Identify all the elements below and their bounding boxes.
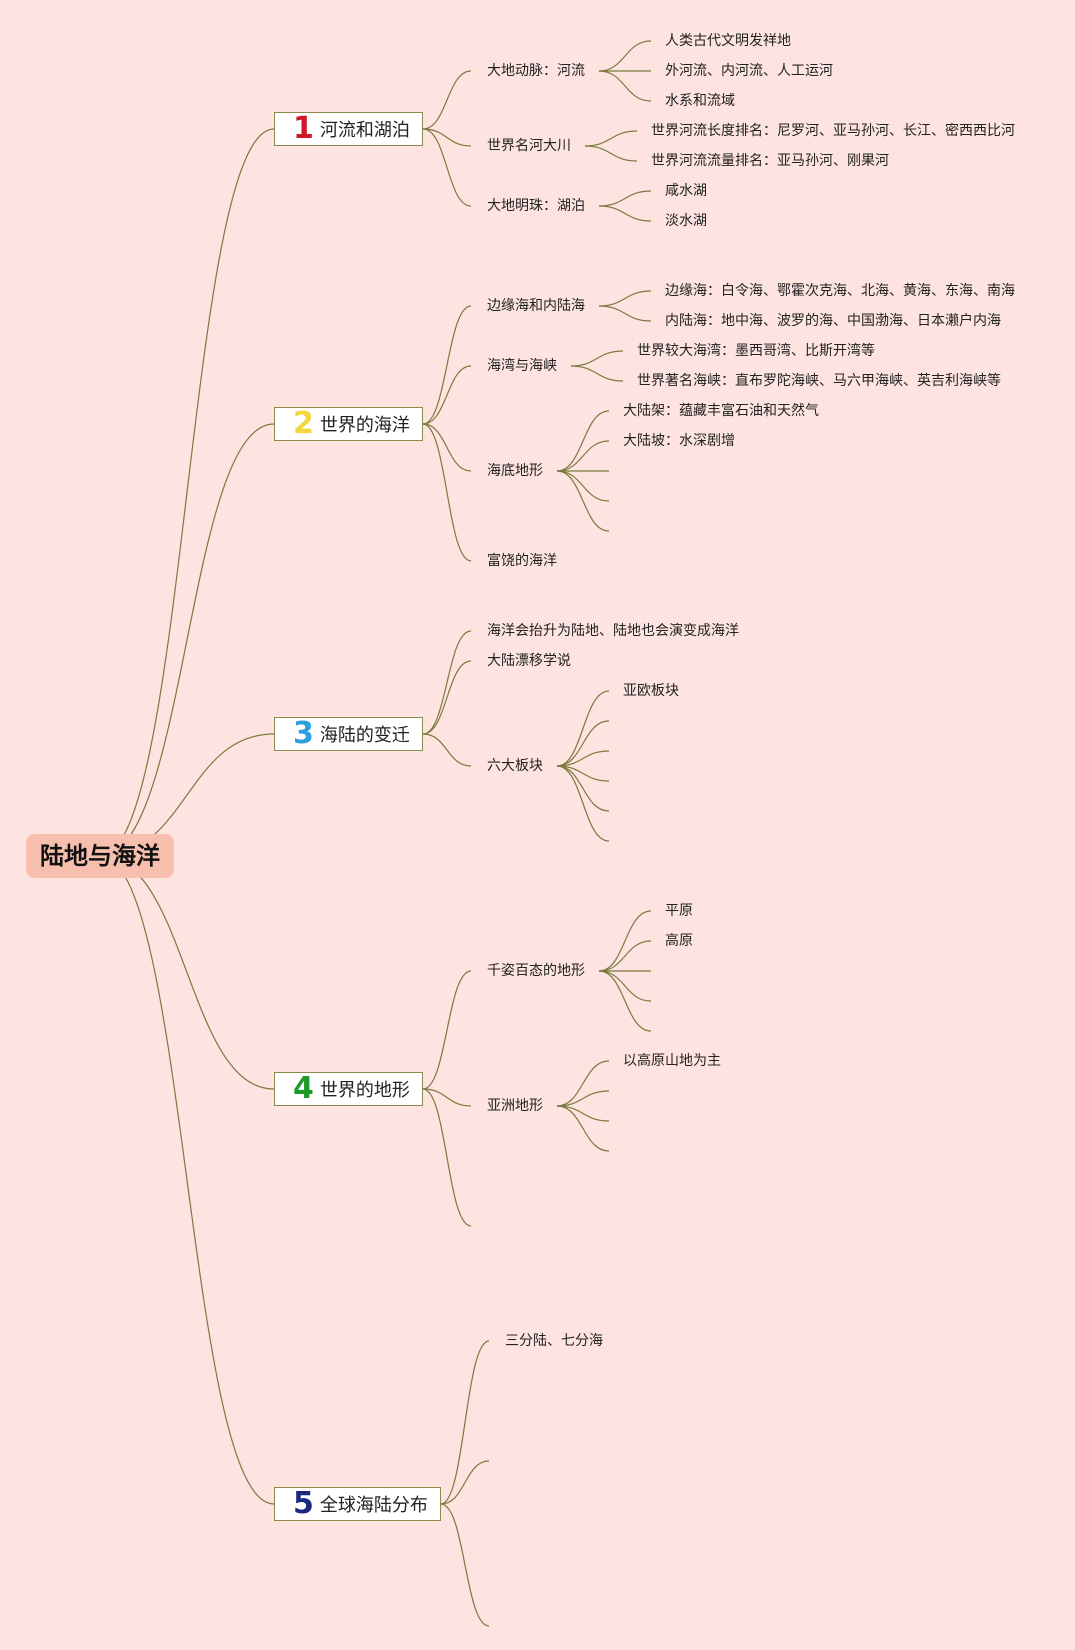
- topic3-sub-link: [556, 690, 610, 767]
- topic2-sub-link: [556, 470, 610, 502]
- topic2-sub-link: [556, 440, 610, 472]
- topic1-sub-link: [584, 145, 638, 162]
- node-asia-plateau-mountain[interactable]: 以高原山地为主: [623, 1053, 721, 1069]
- topic4-sub-link: [556, 1105, 610, 1152]
- topic1-link: [422, 128, 472, 207]
- topic-number: 2: [293, 406, 314, 441]
- topic1-sub-link: [598, 205, 652, 222]
- topic-number: 5: [293, 1486, 314, 1521]
- topic2-sub-link: [556, 470, 610, 532]
- node-river-types[interactable]: 外河流、内河流、人工运河: [665, 63, 833, 79]
- node-marginal-seas[interactable]: 边缘海：白令海、鄂霍次克海、北海、黄海、东海、南海: [665, 283, 1015, 299]
- topic4-link: [422, 970, 472, 1090]
- topic-label: 世界的海洋: [319, 415, 410, 436]
- node-fresh-lake[interactable]: 淡水湖: [665, 213, 707, 229]
- topic4-link: [422, 1088, 472, 1107]
- node-lakes[interactable]: 大地明珠：湖泊: [487, 198, 585, 214]
- node-river-length-rank[interactable]: 世界河流长度排名：尼罗河、亚马孙河、长江、密西西比河: [651, 123, 1015, 139]
- topic-label: 河流和湖泊: [319, 120, 410, 141]
- node-continental-shelf[interactable]: 大陆架：蕴藏丰富石油和天然气: [623, 403, 819, 419]
- node-rich-ocean[interactable]: 富饶的海洋: [487, 553, 557, 569]
- topic4-sub-link: [556, 1105, 610, 1122]
- node-continental-drift[interactable]: 大陆漂移学说: [487, 653, 571, 669]
- node-salt-lake[interactable]: 咸水湖: [665, 183, 707, 199]
- topic2-link: [422, 305, 472, 425]
- topic3-sub-link: [556, 765, 610, 842]
- topic5-link: [440, 1460, 490, 1505]
- topic1-sub-link: [584, 130, 638, 147]
- topic3-sub-link: [556, 765, 610, 782]
- topic1-sub-link: [598, 70, 652, 102]
- node-sea-land-transform[interactable]: 海洋会抬升为陆地、陆地也会演变成海洋: [487, 623, 739, 639]
- node-plain[interactable]: 平原: [665, 903, 693, 919]
- node-land-sea-ratio[interactable]: 三分陆、七分海: [505, 1333, 603, 1349]
- topic-rivers-lakes[interactable]: 1 河流和湖泊: [274, 112, 423, 146]
- node-asia-terrain[interactable]: 亚洲地形: [487, 1098, 543, 1114]
- topic-world-oceans[interactable]: 2 世界的海洋: [274, 407, 423, 441]
- node-river-flow-rank[interactable]: 世界河流流量排名：亚马孙河、刚果河: [651, 153, 889, 169]
- root-link: [99, 128, 275, 857]
- topic2-link: [422, 365, 472, 425]
- topic2-link: [422, 423, 472, 472]
- topic5-link: [440, 1503, 490, 1627]
- topic3-sub-link: [556, 765, 610, 812]
- topic-number: 1: [293, 111, 314, 146]
- topic1-link: [422, 128, 472, 147]
- node-eurasian-plate[interactable]: 亚欧板块: [623, 683, 679, 699]
- topic-label: 海陆的变迁: [319, 725, 410, 746]
- topic1-link: [422, 70, 472, 130]
- topic2-sub-link: [570, 365, 624, 382]
- topic3-link: [422, 660, 472, 735]
- root-link: [99, 855, 275, 1505]
- topic2-sub-link: [570, 350, 624, 367]
- topic4-sub-link: [598, 970, 652, 1032]
- topic3-link: [422, 630, 472, 735]
- topic-number: 3: [293, 716, 314, 751]
- node-large-bays[interactable]: 世界较大海湾：墨西哥湾、比斯开湾等: [637, 343, 875, 359]
- node-diverse-terrain[interactable]: 千姿百态的地形: [487, 963, 585, 979]
- topic4-sub-link: [556, 1060, 610, 1107]
- node-bays-straits[interactable]: 海湾与海峡: [487, 358, 557, 374]
- node-seabed-terrain[interactable]: 海底地形: [487, 463, 543, 479]
- topic2-sub-link: [598, 290, 652, 307]
- topic4-link: [422, 1088, 472, 1227]
- topic3-sub-link: [556, 750, 610, 767]
- topic-global-distribution[interactable]: 5 全球海陆分布: [274, 1487, 441, 1521]
- root-topic[interactable]: 陆地与海洋: [26, 834, 174, 878]
- topic1-sub-link: [598, 190, 652, 207]
- topic3-sub-link: [556, 720, 610, 767]
- topic1-sub-link: [598, 40, 652, 72]
- topic-number: 4: [293, 1071, 314, 1106]
- root-link: [99, 423, 275, 857]
- node-continental-slope[interactable]: 大陆坡：水深剧增: [623, 433, 735, 449]
- node-six-plates[interactable]: 六大板块: [487, 758, 543, 774]
- topic-land-sea-change[interactable]: 3 海陆的变迁: [274, 717, 423, 751]
- node-plateau[interactable]: 高原: [665, 933, 693, 949]
- topic4-sub-link: [598, 910, 652, 972]
- node-rivers[interactable]: 大地动脉：河流: [487, 63, 585, 79]
- topic4-sub-link: [598, 940, 652, 972]
- topic4-sub-link: [556, 1090, 610, 1107]
- root-link: [99, 855, 275, 1090]
- topic2-sub-link: [598, 305, 652, 322]
- node-famous-rivers[interactable]: 世界名河大川: [487, 138, 571, 154]
- topic-world-terrain[interactable]: 4 世界的地形: [274, 1072, 423, 1106]
- node-river-system[interactable]: 水系和流域: [665, 93, 735, 109]
- node-marginal-inland-seas[interactable]: 边缘海和内陆海: [487, 298, 585, 314]
- node-ancient-civilization[interactable]: 人类古代文明发祥地: [665, 33, 791, 49]
- node-inland-seas[interactable]: 内陆海：地中海、波罗的海、中国渤海、日本濑户内海: [665, 313, 1001, 329]
- node-famous-straits[interactable]: 世界著名海峡：直布罗陀海峡、马六甲海峡、英吉利海峡等: [637, 373, 1001, 389]
- topic5-link: [440, 1340, 490, 1505]
- topic2-link: [422, 423, 472, 562]
- topic-label: 世界的地形: [319, 1080, 410, 1101]
- topic3-link: [422, 733, 472, 767]
- topic-label: 全球海陆分布: [319, 1495, 428, 1516]
- topic4-sub-link: [598, 970, 652, 1002]
- topic2-sub-link: [556, 410, 610, 472]
